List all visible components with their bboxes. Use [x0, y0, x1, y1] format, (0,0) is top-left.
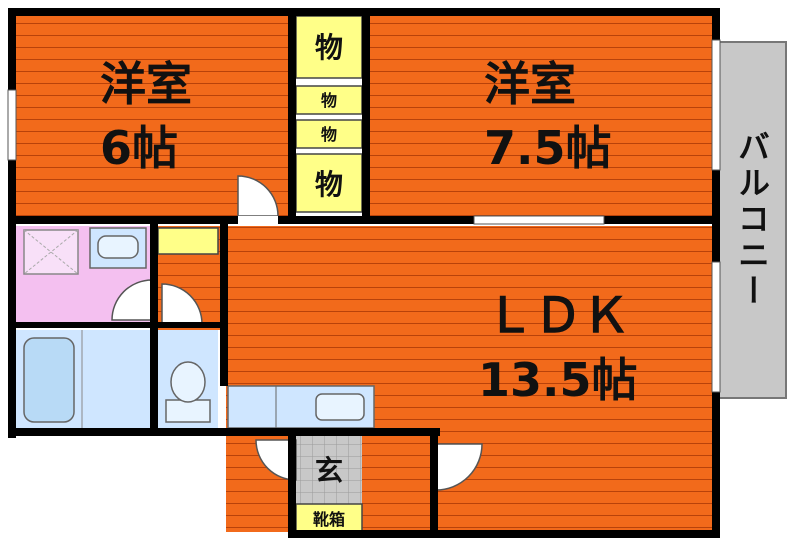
closet-small-b [295, 119, 363, 149]
toilet-tank [165, 399, 211, 423]
closet-large-bottom [295, 153, 363, 213]
balcony-label: バルコニー [733, 130, 771, 310]
western-room-right-size: 7.5帖 [484, 121, 612, 175]
ldk-size: 13.5帖 [478, 353, 638, 407]
closet-large-top-label: 物 [315, 31, 343, 64]
entrance-floor [296, 436, 362, 504]
door-swing-washroom [111, 279, 153, 321]
closet-small-b-label: 物 [321, 125, 337, 144]
closet-large-bottom-label: 物 [315, 168, 343, 201]
toilet-bowl [170, 361, 206, 403]
shoe-box-label: 靴箱 [313, 510, 345, 529]
door-swing-hallway [161, 283, 203, 325]
entrance-label: 玄 [315, 454, 343, 487]
western-room-left-name: 洋室 [100, 57, 192, 111]
kitchen-sink [315, 393, 365, 421]
closet-small-a [295, 85, 363, 115]
ldk-name: ＬＤＫ [486, 288, 630, 344]
doors [111, 175, 483, 491]
western-room-right-floor [366, 14, 716, 216]
bathtub [23, 337, 75, 423]
closet-small-a-label: 物 [321, 91, 337, 110]
entrance-hall-floor [362, 436, 428, 532]
openings [7, 39, 721, 393]
closets: 物 物 物 物 [295, 15, 363, 213]
shoe-box [295, 503, 363, 533]
western-room-left-size: 6帖 [100, 121, 178, 175]
door-swing-ldk [435, 443, 483, 491]
hallway-closet [157, 227, 219, 255]
door-swing-bedroom-left [237, 175, 279, 217]
balcony: バルコニー [717, 41, 787, 399]
western-room-right-name: 洋室 [484, 57, 576, 111]
